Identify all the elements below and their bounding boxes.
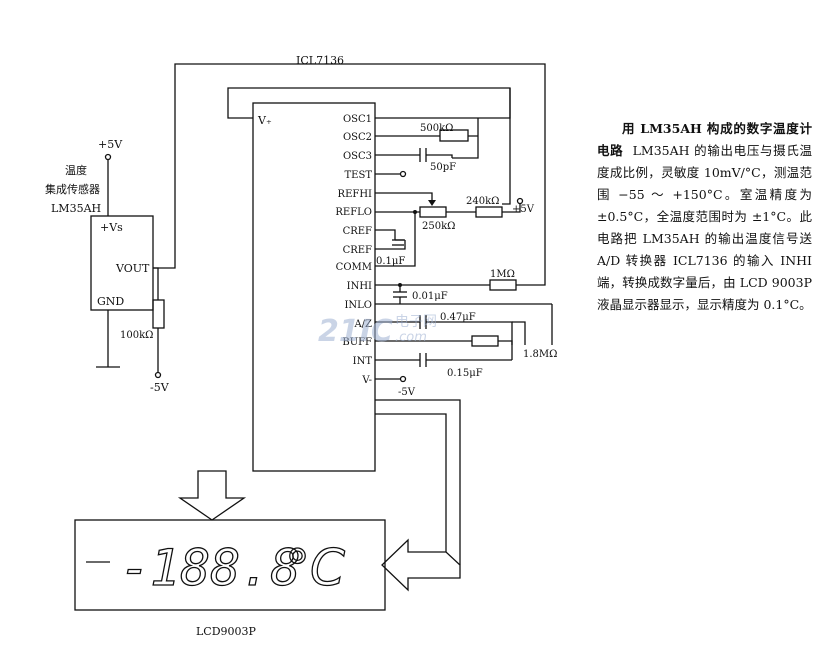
resistor-1-8m [471, 335, 499, 347]
osc1-wire [227, 87, 511, 119]
pin-comm: COMM [336, 262, 372, 273]
svg-text:21IC: 21IC [318, 314, 393, 349]
label-minus5v: -5V [150, 381, 170, 394]
sensor-pin-vout: VOUT [115, 262, 150, 275]
pin-osc3: OSC3 [343, 151, 372, 162]
pin-az: A/Z [353, 319, 372, 330]
pin-buff: BUFF [342, 337, 372, 348]
label-minus5v-chip: -5V [398, 387, 416, 398]
sensor-pin-gnd: GND [97, 295, 124, 308]
pin-test: TEST [345, 170, 373, 181]
sensor-title-1: 温度 [65, 163, 87, 177]
lcd-display-frame [74, 519, 386, 611]
label-1m: 1MΩ [490, 269, 515, 280]
lcd-model-label: LCD9003P [196, 625, 257, 638]
pot-250k [419, 206, 447, 218]
description-block: 用 LM35AH 构成的数字温度计电路 LM35AH 的输出电压与摄氏温度成比例… [597, 118, 812, 316]
pin-osc1: OSC1 [343, 114, 372, 125]
svg-text:.com: .com [395, 330, 427, 345]
chip-name-label: ICL7136 [296, 54, 344, 67]
chip-vplus-label: V₊ [257, 114, 272, 127]
label-500k: 500kΩ [420, 123, 453, 134]
pin-int: INT [353, 356, 373, 367]
label-240k: 240kΩ [466, 196, 499, 207]
pin-vminus: V- [361, 375, 372, 386]
sensor-model: LM35AH [51, 202, 101, 215]
resistor-500k [439, 129, 469, 142]
pin-osc2: OSC2 [343, 132, 372, 143]
label-015uf: 0.15μF [447, 368, 483, 379]
pin-refhi: REFHI [338, 189, 372, 200]
sensor-pin-vs: +Vs [100, 221, 123, 234]
label-plus5v-right: +5V [512, 204, 535, 215]
label-plus5v: +5V [98, 138, 123, 151]
lm35ah-sensor-body [90, 215, 154, 311]
label-01uf: 0.1μF [376, 256, 405, 267]
label-250k: 250kΩ [422, 221, 455, 232]
refhi-wire [375, 192, 433, 204]
description-body: LM35AH 的输出电压与摄氏温度成比例，灵敏度 10mV/°C，测温范围 −5… [597, 143, 812, 312]
label-001uf: 0.01μF [412, 291, 448, 302]
watermark-logo: 21IC 电子网 .com [318, 314, 437, 349]
label-100k: 100kΩ [120, 330, 153, 341]
arrow-chip-to-lcd [177, 470, 247, 521]
arrow-into-lcd [381, 538, 461, 592]
pin-inhi: INHI [347, 281, 372, 292]
resistor-240k [475, 206, 503, 218]
pin-inlo: INLO [344, 300, 372, 311]
pin-reflo: REFLO [335, 207, 372, 218]
pin-cref1: CREF [343, 226, 372, 237]
description-title: 用 LM35AH 构成的数字温度计电路 [597, 121, 812, 158]
sensor-title-2: 集成传感器 [45, 182, 100, 196]
resistor-1m [489, 279, 517, 291]
lcd-unit: °C [285, 539, 345, 597]
label-1-8m: 1.8MΩ [523, 349, 557, 360]
icl7136-chip-body [252, 102, 376, 472]
chip-pin-labels: OSC1 OSC2 OSC3 TEST REFHI REFLO CREF CRE… [335, 114, 372, 386]
lcd-reading: -188.8 [120, 539, 301, 597]
label-50pf: 50pF [430, 162, 456, 173]
resistor-100k [152, 299, 165, 329]
osc2-wire [375, 118, 479, 159]
pin-cref2: CREF [343, 245, 372, 256]
label-047uf: 0.47μF [440, 312, 476, 323]
description-paragraph: 用 LM35AH 构成的数字温度计电路 LM35AH 的输出电压与摄氏温度成比例… [597, 118, 812, 316]
svg-text:电子网: 电子网 [395, 314, 437, 330]
arrow-feed [375, 399, 461, 565]
